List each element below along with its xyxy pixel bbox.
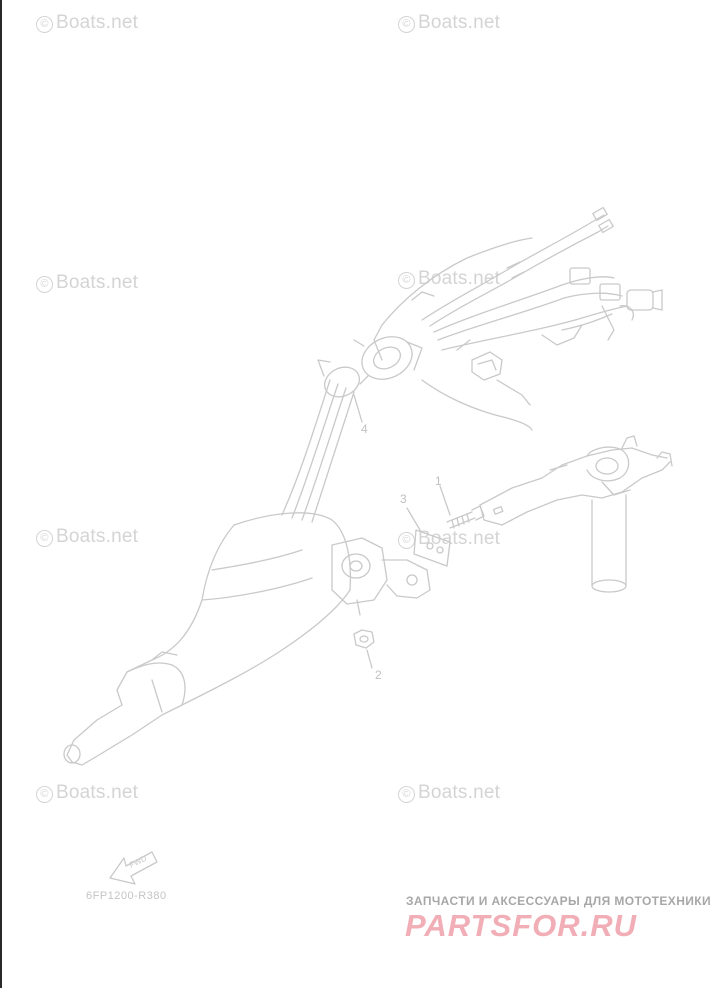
watermark-1: ©Boats.net [36,12,138,34]
throttle-bracket [331,537,431,616]
nut-part-2 [353,629,375,669]
cowling-outline [373,237,533,431]
watermark-7: ©Boats.net [36,782,138,804]
watermark-2: ©Boats.net [398,12,500,34]
cable-harness [421,206,663,351]
watermark-5: ©Boats.net [36,526,138,548]
throttle-arm [479,435,673,593]
watermark-3: ©Boats.net [36,272,138,294]
shop-tagline: ЗАПЧАСТИ И АКСЕССУАРЫ ДЛЯ МОТОТЕХНИКИ [406,894,712,908]
plate-part-3 [406,507,451,567]
watermark-6: ©Boats.net [398,528,500,550]
fwd-label: FWD [128,854,149,870]
shop-logo: PARTSFOR.RU [405,908,638,943]
tiller-handle [63,512,352,766]
callout-2: 2 [375,668,382,682]
diagram-part-code: 6FP1200-R380 [86,890,167,902]
tiller-cables [281,379,355,523]
watermark-8: ©Boats.net [398,782,500,804]
callout-1: 1 [435,474,442,488]
fwd-arrow-icon [109,851,158,885]
callout-3: 3 [400,492,407,506]
callout-4: 4 [361,422,368,436]
grommet-clamp [317,336,423,423]
bolt-part-1 [439,485,485,529]
watermark-4: ©Boats.net [398,268,500,290]
